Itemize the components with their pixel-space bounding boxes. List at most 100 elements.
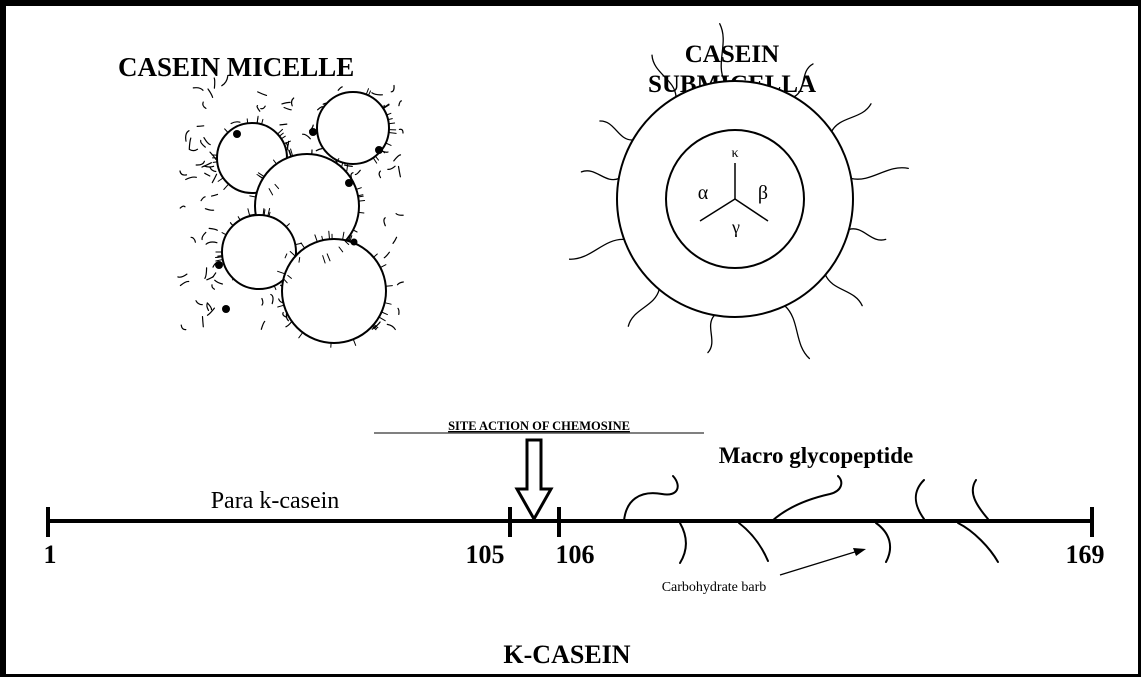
micelle-hair: [347, 164, 348, 171]
micelle-squiggle: [196, 301, 202, 305]
micelle-squiggle: [178, 274, 187, 277]
micelle-squiggle: [379, 171, 380, 178]
micelle-squiggle: [212, 194, 218, 196]
carb-pointer-head: [853, 548, 866, 556]
tick-169-label: 169: [1066, 540, 1105, 569]
micelle-squiggle: [189, 149, 197, 150]
micelle-hair: [389, 123, 395, 124]
micelle-squiggle: [372, 93, 383, 95]
micelle-squiggle: [384, 252, 389, 258]
micelle-hair: [257, 116, 258, 123]
micelle-hair: [329, 231, 330, 239]
micelle-hair: [385, 303, 391, 305]
micelle-sphere-5: [282, 239, 386, 343]
micelle-squiggle: [186, 177, 197, 179]
submicelle-tail: [825, 275, 862, 306]
micelle-hair: [299, 258, 300, 263]
micelle-squiggle: [292, 98, 294, 106]
micelle-squiggle: [209, 228, 217, 230]
site-arrow-icon: [517, 440, 551, 519]
micelle-hair: [368, 91, 370, 96]
micelle-squiggle: [180, 171, 187, 175]
site-action-label: SITE ACTION OF CHEMOSINE: [448, 419, 630, 433]
micelle-squiggle: [398, 308, 399, 314]
micelle-squiggle: [258, 92, 267, 96]
carb-pointer-line: [780, 551, 858, 575]
micelle-squiggle: [201, 140, 206, 147]
micelle-hair: [216, 260, 223, 262]
micelle-hair: [278, 305, 284, 307]
tick-106-label: 106: [556, 540, 595, 569]
micelle-squiggle: [399, 101, 402, 106]
micelle-squiggle: [283, 313, 286, 318]
submicelle-tail: [581, 171, 618, 180]
para-k-casein-label: Para k-casein: [211, 488, 340, 514]
micelle-hair: [386, 143, 391, 145]
micelle-hair: [279, 133, 283, 136]
micelle-squiggle: [394, 155, 401, 161]
micelle-hair: [382, 312, 388, 315]
submicelle-tail: [849, 229, 886, 240]
kappa-label: κ: [731, 146, 738, 161]
micelle-squiggle: [212, 285, 215, 289]
micelle-squiggle: [393, 237, 397, 243]
micelle-squiggle: [180, 281, 188, 285]
micelle-hair: [359, 212, 364, 213]
micelle-squiggle: [303, 134, 311, 139]
micelle-hair: [386, 286, 393, 287]
micelle-squiggle: [210, 167, 216, 172]
micelle-squiggle: [197, 126, 204, 127]
micelle-squiggle: [215, 280, 223, 284]
micelle-squiggle: [388, 166, 395, 169]
micelle-squiggle: [214, 78, 215, 88]
micelle-squiggle: [261, 321, 264, 329]
micelle-hair: [375, 156, 378, 160]
micelle-hair: [216, 257, 223, 258]
micelle-squiggle: [203, 317, 204, 327]
micelle-squiggle: [191, 237, 195, 242]
submicelle-tail: [851, 168, 908, 179]
micelle-hair: [359, 201, 365, 202]
micelle-hair: [281, 136, 285, 139]
barbs-above: [624, 476, 988, 521]
tick-1-label: 1: [44, 540, 57, 569]
micelle-squiggle: [398, 282, 404, 285]
micelle-squiggle: [286, 322, 292, 327]
micelle-hair: [366, 89, 368, 95]
micelle-hair: [356, 188, 361, 190]
casein-micelle-title: CASEIN MICELLE: [118, 52, 354, 82]
micelle-squiggle: [355, 170, 360, 174]
micelle-squiggle: [231, 122, 240, 124]
micelle-squiggle: [202, 232, 206, 239]
micelle-squiggle: [280, 124, 287, 125]
macro-glycopeptide-label: Macro glycopeptide: [719, 443, 913, 468]
micelle-hair: [379, 317, 385, 321]
micelle-squiggle: [384, 218, 385, 226]
micelle-hair: [247, 119, 248, 123]
micelle-squiggle: [399, 129, 403, 133]
micelle-squiggle: [396, 214, 403, 216]
submicelle-tail: [570, 239, 625, 259]
micelle-hair: [224, 184, 229, 189]
micelle-squiggle: [206, 242, 217, 244]
micelle-squiggle: [181, 325, 186, 330]
micelle-hair: [299, 333, 303, 338]
micelle-hair: [213, 162, 217, 163]
micelle-hair: [222, 233, 226, 235]
micelle-squiggle: [345, 165, 353, 166]
micelle-squiggle: [262, 299, 263, 306]
micelle-hair: [262, 119, 263, 124]
micelle-hair: [353, 339, 355, 345]
micelle-hair: [374, 254, 378, 257]
micelle-squiggle: [205, 268, 207, 279]
micelle-squiggle: [387, 324, 395, 329]
micelle-squiggle: [203, 102, 206, 108]
micelle-hair: [250, 196, 256, 197]
micelle-squiggle: [186, 131, 189, 142]
submicelle-tail: [785, 306, 810, 359]
micelle-squiggle: [180, 206, 185, 208]
micelle-hair: [389, 133, 396, 134]
gamma-label: γ: [731, 217, 740, 237]
micelle-squiggle: [213, 273, 216, 277]
